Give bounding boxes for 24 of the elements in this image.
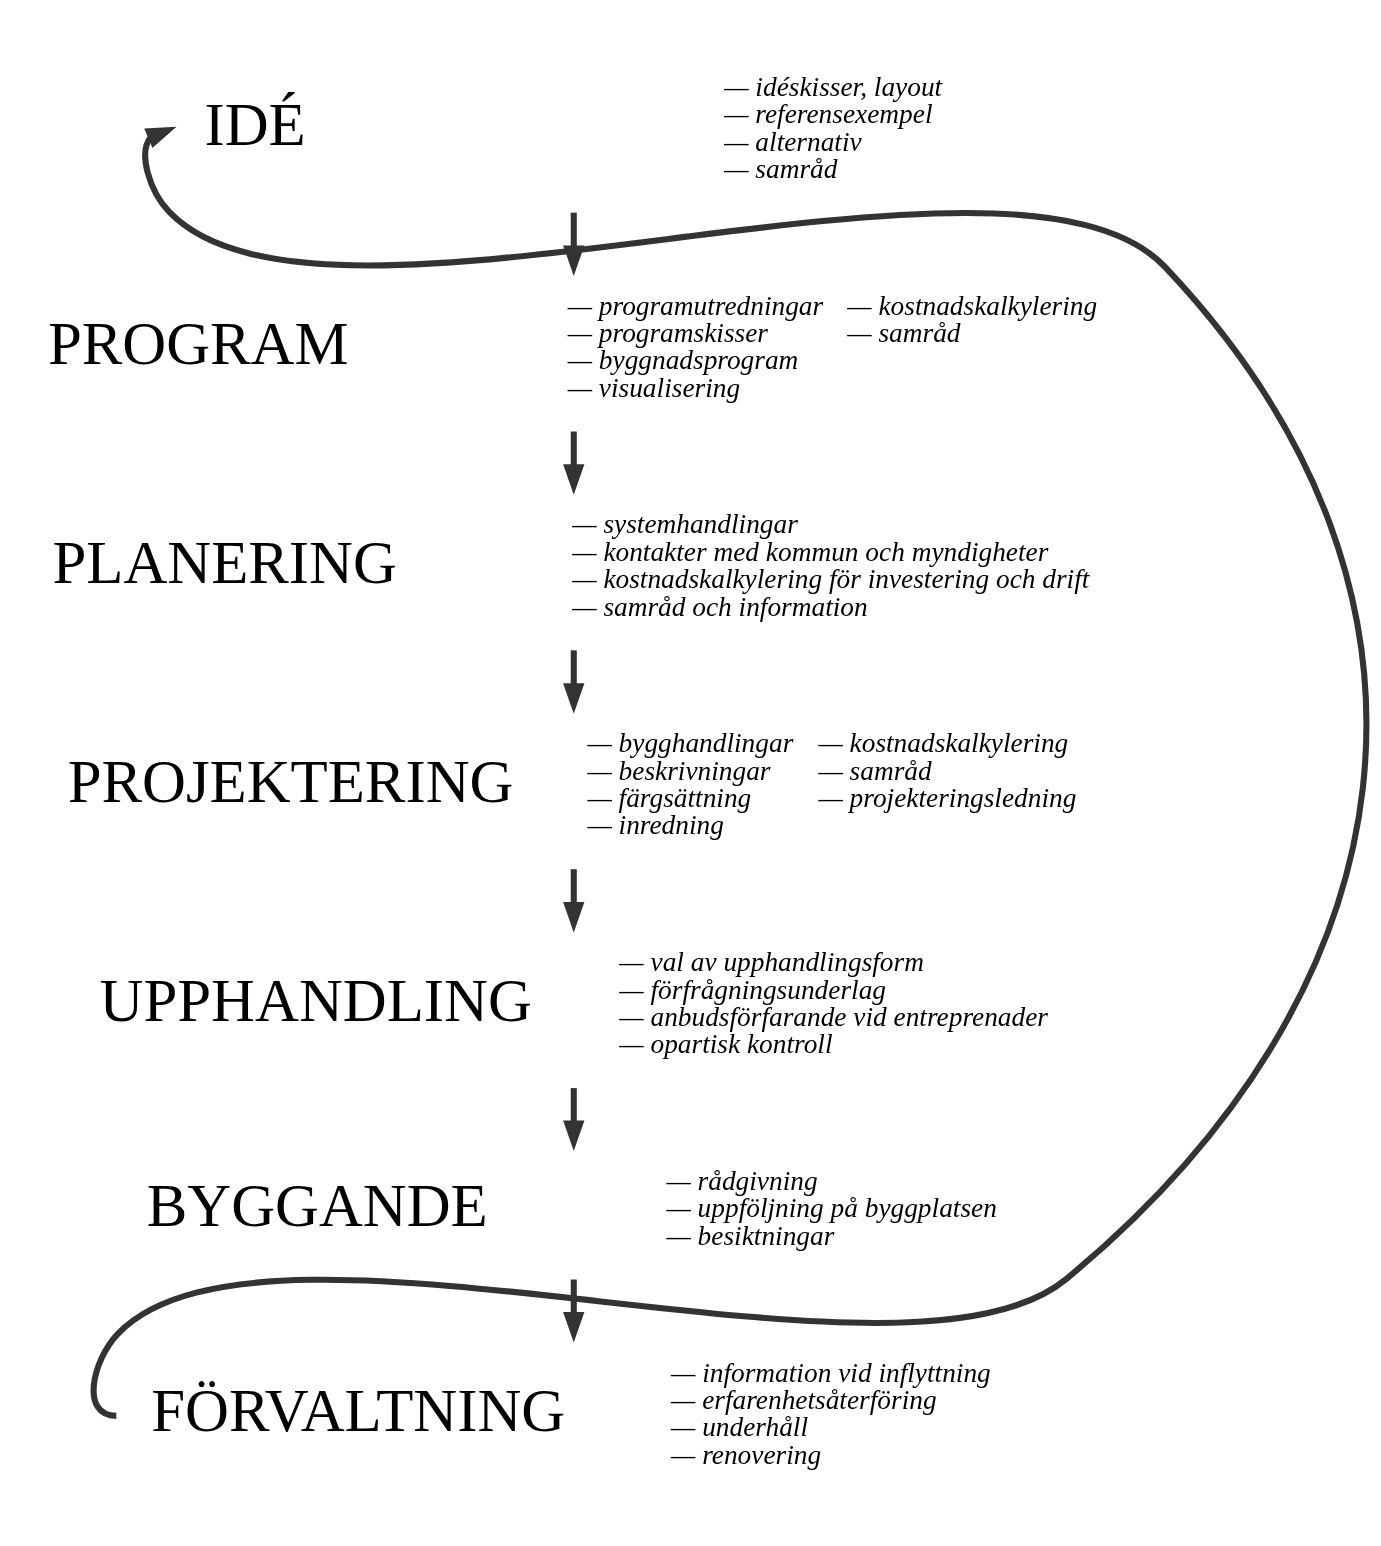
node-text: BYGGANDE (146, 1171, 488, 1239)
node-label: — renovering (671, 1439, 822, 1470)
node-label: — programutredningar (567, 290, 824, 321)
node-label: — information vid inflyttning (671, 1357, 991, 1388)
node-label: — projekteringsledning (818, 783, 1077, 814)
arrow (563, 1088, 585, 1151)
arrow (563, 869, 585, 933)
node-label: — val av upphandlingsform (619, 947, 924, 978)
node-text: PROGRAM (47, 310, 349, 378)
node-label: — kostnadskalkylering (847, 290, 1098, 321)
node-text: FÖRVALTNING (151, 1377, 566, 1445)
node-label: — samråd (847, 318, 961, 348)
node-text: IDÉ (204, 91, 306, 159)
node-label: — samråd (724, 153, 838, 184)
node-label: — rådgivning (666, 1166, 818, 1197)
node-label: — systemhandlingar (572, 509, 798, 540)
node-text: PROJEKTERING (67, 747, 514, 815)
arrow (563, 431, 585, 495)
arrow (90, 126, 1368, 1419)
arrow (563, 650, 585, 714)
node-text: UPPHANDLING (99, 966, 532, 1034)
arrow (563, 1279, 585, 1343)
node-label: — idéskisser, layout (724, 71, 943, 102)
node-text: PLANERING (52, 529, 397, 597)
